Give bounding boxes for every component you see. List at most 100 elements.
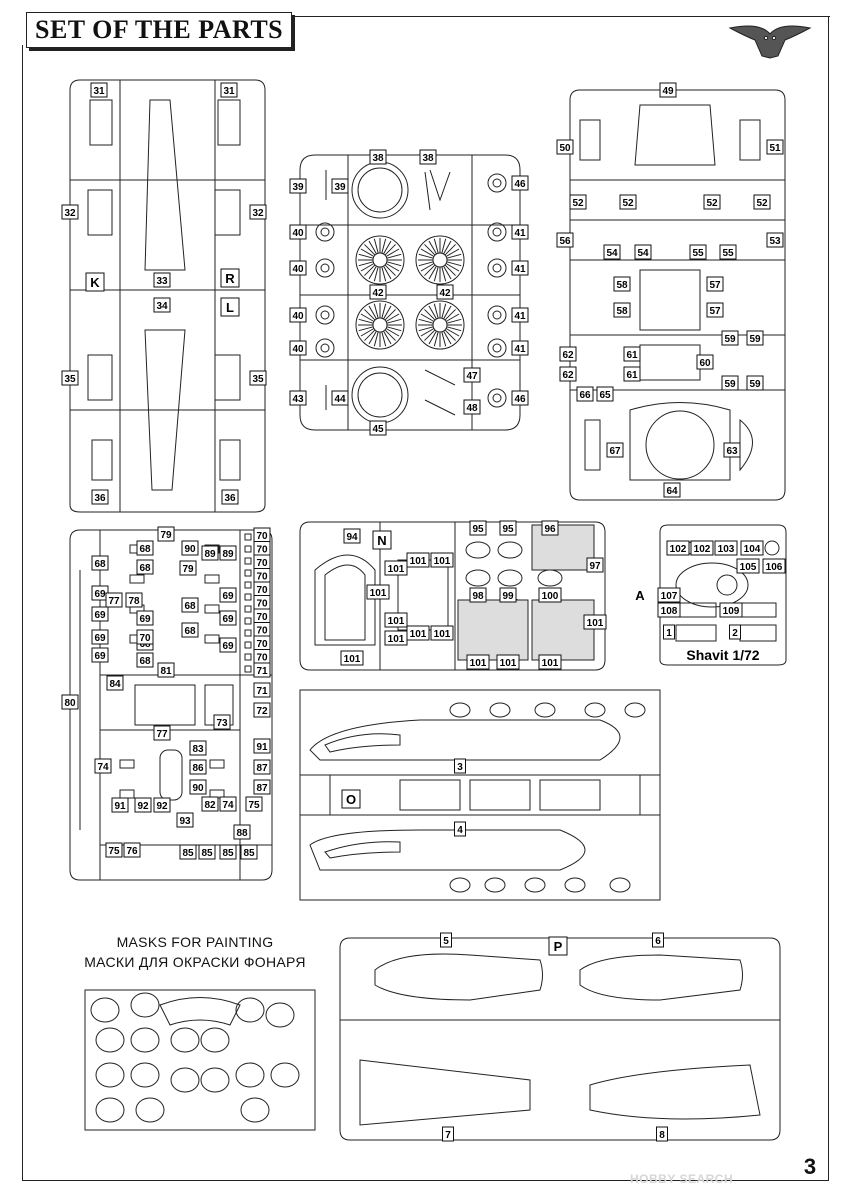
small-block: [244, 629, 252, 637]
fan-blade: [433, 266, 439, 282]
part-number-box: [136, 559, 154, 575]
part-number: 52: [572, 198, 584, 209]
wing-hole: [534, 702, 556, 718]
wing-hole: [449, 702, 471, 718]
fan-blade: [368, 330, 377, 345]
part-number: 43: [292, 394, 304, 405]
part-number-box: [586, 557, 604, 573]
part-number-box: [576, 386, 594, 402]
sprue-letter-box: [220, 268, 240, 288]
fan-blade: [433, 303, 439, 319]
part-outline: [214, 189, 241, 236]
fan-blade: [373, 238, 379, 254]
part-number: 69: [94, 633, 106, 644]
fan-blade: [446, 318, 462, 324]
part-number: 74: [97, 762, 109, 773]
part-number-box: [419, 149, 437, 165]
part-number-box: [499, 587, 517, 603]
part-number-box: [136, 540, 154, 556]
fan-blade: [385, 248, 400, 257]
part-number: 33: [156, 276, 168, 287]
part-number-box: [91, 606, 109, 622]
part-outline: [87, 189, 113, 236]
part-number-box: [181, 622, 199, 638]
part-number: 57: [709, 280, 721, 291]
part-outline: [217, 99, 241, 146]
part-number: 69: [94, 610, 106, 621]
sprue-frame-fuselage: [339, 937, 781, 1141]
part-number: 69: [139, 614, 151, 625]
part-number-box: [469, 520, 487, 536]
part-number-box: [766, 232, 784, 248]
mask-piece: [240, 1097, 270, 1123]
part-outline: [357, 372, 403, 418]
wheel-hub: [492, 343, 502, 353]
fan-blade: [444, 309, 456, 321]
part-number: 79: [182, 564, 194, 575]
part-number-box: [366, 584, 390, 600]
wheel-hub: [320, 227, 330, 237]
fan-hub: [432, 252, 448, 268]
fan-blade: [443, 330, 452, 345]
part-number: 70: [256, 599, 268, 610]
part-outline: [645, 410, 715, 480]
sprue-letter-box: [341, 789, 361, 809]
part-number-box: [289, 260, 307, 276]
sprue-frame-cockpit: [569, 89, 786, 501]
fan-blade: [373, 303, 379, 319]
part-number: 74: [222, 800, 234, 811]
part-number-box: [556, 139, 574, 155]
part-number: 108: [661, 606, 678, 617]
part-number-box: [703, 194, 721, 210]
part-number: 81: [160, 666, 172, 677]
part-number: 96: [544, 524, 556, 535]
part-number-box: [343, 528, 361, 544]
part-number-box: [623, 366, 641, 382]
part-number-box: [90, 82, 108, 98]
wheel: [315, 258, 335, 278]
sprue-letter: R: [225, 271, 235, 286]
part-number: 52: [622, 198, 634, 209]
wheel-hub: [492, 393, 502, 403]
part-number: 75: [108, 846, 120, 857]
part-number: 75: [248, 800, 260, 811]
part-number-box: [111, 797, 129, 813]
part-outline: [214, 354, 241, 401]
part-number-box: [762, 558, 786, 574]
part-outline: [209, 759, 225, 769]
part-number: 38: [372, 153, 384, 164]
part-number-box: [240, 844, 258, 860]
fuselage-part-106: [374, 953, 543, 1001]
part-outline: [87, 354, 113, 401]
fan-blade: [443, 265, 452, 280]
part-number-box: [384, 612, 408, 628]
small-block: [244, 665, 252, 673]
part-outline: [399, 779, 461, 811]
wheel-hub: [492, 263, 502, 273]
part-number-box: [689, 244, 707, 260]
part-number-box: [91, 647, 109, 663]
part-number: 70: [256, 585, 268, 596]
part-number: 70: [256, 545, 268, 556]
part-number-box: [463, 367, 481, 383]
part-number-box: [538, 587, 562, 603]
sprue-letter-box: [372, 530, 392, 550]
small-block: [244, 605, 252, 613]
fuselage-part-109: [589, 1064, 761, 1120]
small-block: [244, 533, 252, 541]
part-number-box: [289, 307, 307, 323]
part-number: 44: [334, 394, 346, 405]
mask-piece: [170, 1027, 200, 1053]
part-number: 101: [388, 564, 405, 575]
fan-blade: [441, 303, 447, 319]
fuselage-half-top: [144, 99, 186, 271]
part-number: 48: [466, 403, 478, 414]
wheel: [487, 338, 507, 358]
part-number: 91: [256, 742, 268, 753]
part-number: 101: [470, 658, 487, 669]
sprue-letter: O: [346, 792, 356, 807]
part-outline: [584, 419, 601, 471]
part-number: 39: [292, 182, 304, 193]
mask-piece: [130, 992, 160, 1018]
part-number-box: [569, 194, 587, 210]
